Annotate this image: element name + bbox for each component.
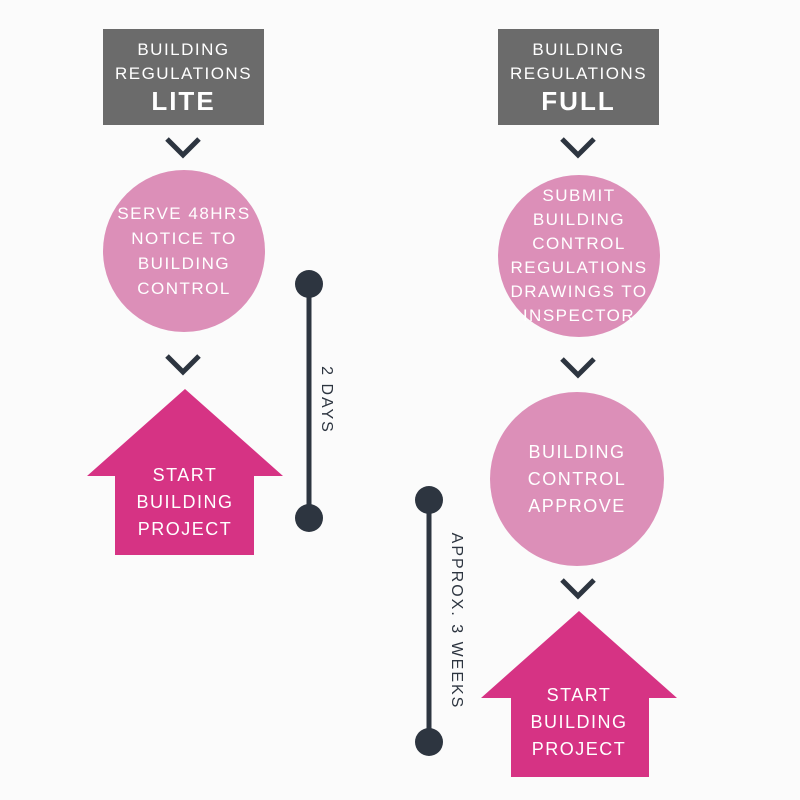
lite-start-house-shape [87, 389, 283, 555]
lite-step-line: BUILDING [137, 254, 231, 273]
chevron-down-icon [165, 137, 201, 159]
lite-step-line: SERVE 48HRS [117, 204, 251, 223]
lite-header: BUILDING REGULATIONS LITE [103, 29, 264, 125]
full-step2-line: APPROVE [528, 495, 626, 516]
full-step-line: BUILDING [532, 210, 626, 229]
full-step-line: DRAWINGS TO [510, 282, 648, 301]
lite-header-line1: BUILDING [137, 40, 230, 59]
lite-final-line: START [152, 465, 218, 485]
lite-final-line: PROJECT [137, 519, 233, 539]
full-header-line1: BUILDING [532, 40, 625, 59]
lite-timeline [295, 270, 323, 532]
lite-header-line2: REGULATIONS [114, 64, 253, 83]
full-start-house-shape [481, 611, 677, 777]
full-final-line: BUILDING [530, 712, 628, 732]
lite-header-title: LITE [151, 86, 216, 116]
full-step-building-control-approve: BUILDING CONTROL APPROVE [490, 392, 664, 566]
full-step-submit-drawings: SUBMIT BUILDING CONTROL REGULATIONS DRAW… [498, 175, 660, 337]
full-start-building-project: START BUILDING PROJECT [509, 680, 649, 765]
full-header-line2: REGULATIONS [509, 64, 648, 83]
lite-duration-label: 2 DAYS [318, 366, 335, 434]
full-final-line: START [546, 685, 612, 705]
lite-final-line: BUILDING [136, 492, 234, 512]
full-step2-line: CONTROL [527, 468, 627, 489]
full-timeline [415, 486, 443, 756]
full-step-line: CONTROL [532, 234, 626, 253]
chevron-down-icon [560, 578, 596, 600]
full-step-line: INSPECTOR [522, 306, 636, 325]
chevron-down-icon [165, 354, 201, 376]
full-step2-line: BUILDING [528, 441, 626, 462]
lite-step-line: CONTROL [137, 279, 231, 298]
full-duration-label: APPROX. 3 WEEKS [448, 532, 465, 710]
chevron-down-icon [560, 137, 596, 159]
full-header: BUILDING REGULATIONS FULL [498, 29, 659, 125]
chevron-down-icon [560, 357, 596, 379]
lite-step-serve-notice: SERVE 48HRS NOTICE TO BUILDING CONTROL [103, 170, 265, 332]
lite-start-building-project: START BUILDING PROJECT [115, 460, 255, 545]
full-step-line: SUBMIT [542, 186, 616, 205]
full-header-title: FULL [541, 86, 616, 116]
full-final-line: PROJECT [531, 739, 627, 759]
lite-step-line: NOTICE TO [131, 229, 237, 248]
full-step-line: REGULATIONS [510, 258, 648, 277]
